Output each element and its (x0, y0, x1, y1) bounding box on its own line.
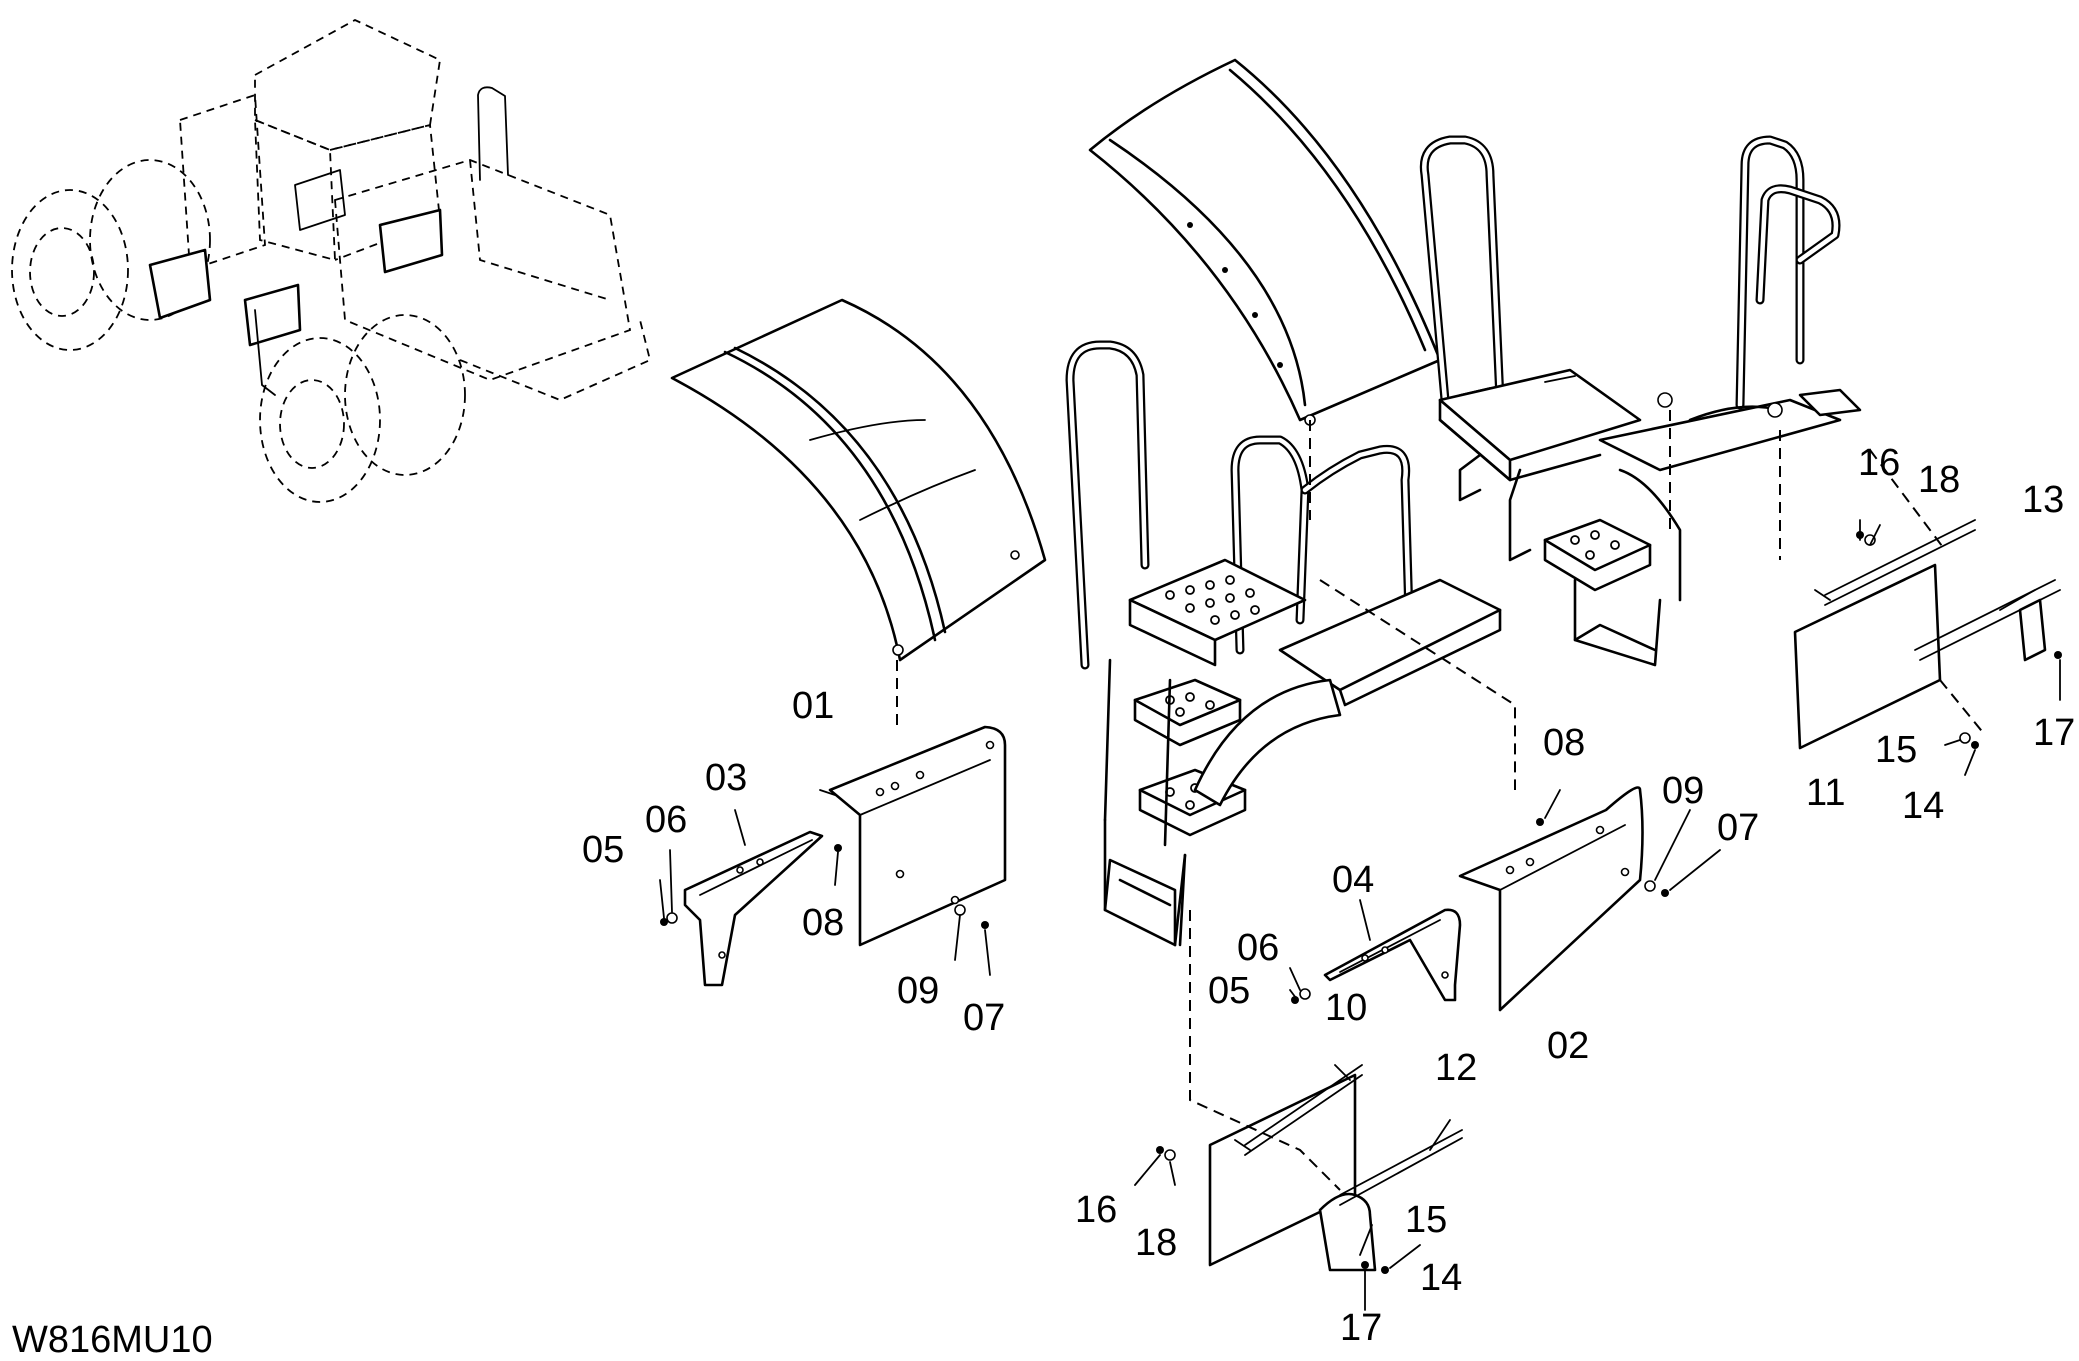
drawing-code: W816MU10 (12, 1319, 213, 1361)
bracket-03 (683, 830, 824, 987)
callout-17-bottom: 17 (1340, 1307, 1382, 1349)
callout-05-left: 05 (582, 829, 624, 871)
mud-flap-02 (1458, 786, 1644, 1012)
bracket-04 (1323, 908, 1462, 1002)
callout-14-bottom: 14 (1420, 1257, 1462, 1299)
callout-12: 12 (1435, 1047, 1477, 1089)
left-fender-cover (670, 298, 1047, 662)
callout-03: 03 (705, 757, 747, 799)
callout-08-left: 08 (802, 902, 844, 944)
front-step-assembly (1065, 340, 1502, 947)
rear-step-assembly (1419, 135, 1862, 667)
callout-18-bottom: 18 (1135, 1222, 1177, 1264)
callout-05-center: 05 (1208, 970, 1250, 1012)
callout-01: 01 (792, 685, 834, 727)
tread-holes (1165, 575, 1260, 625)
callout-02: 02 (1547, 1025, 1589, 1067)
callout-labels: 01 02 03 04 05 05 06 06 07 07 08 08 09 0… (582, 442, 2075, 1349)
callout-09-right: 09 (1662, 770, 1704, 812)
machine-overview-illustration (11, 18, 652, 503)
callout-08-right: 08 (1543, 722, 1585, 764)
callout-09-left: 09 (897, 970, 939, 1012)
callout-06-left: 06 (645, 799, 687, 841)
assembly-lines (896, 410, 1986, 1191)
callout-18-right: 18 (1918, 459, 1960, 501)
callout-11: 11 (1806, 772, 1845, 814)
fasteners (659, 519, 2062, 1311)
callout-06-center: 06 (1237, 927, 1279, 969)
callout-13: 13 (2022, 479, 2064, 521)
callout-15-right: 15 (1875, 729, 1917, 771)
mud-flap-01 (828, 725, 1007, 947)
callout-04: 04 (1332, 859, 1374, 901)
callout-16-right: 16 (1858, 442, 1900, 484)
callout-16-bottom: 16 (1075, 1189, 1117, 1231)
callout-17-right: 17 (2033, 712, 2075, 754)
callout-10: 10 (1325, 987, 1367, 1029)
callout-07-right: 07 (1717, 807, 1759, 849)
callout-14-right: 14 (1902, 785, 1944, 827)
callout-15-bottom: 15 (1405, 1199, 1447, 1241)
callout-07-left: 07 (963, 997, 1005, 1039)
